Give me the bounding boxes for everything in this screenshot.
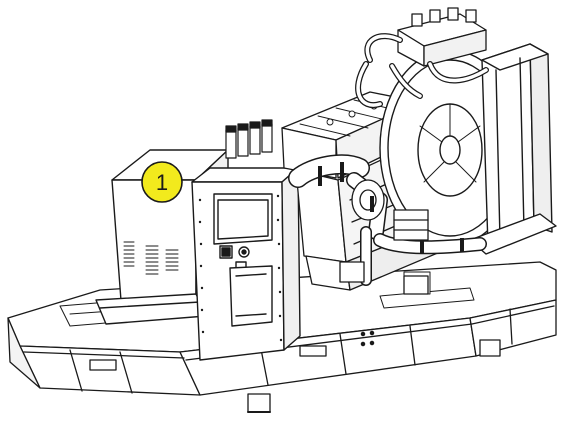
expansion-tank (397, 7, 487, 67)
coolant-hoses (355, 33, 489, 109)
control-panel-frame (191, 167, 301, 361)
turbocharger (339, 179, 429, 295)
callout-marker-1: 1 (141, 161, 183, 203)
callout-label: 1 (156, 170, 168, 195)
filter-canisters (225, 119, 273, 159)
radiator (469, 43, 557, 255)
pipe-clamps (318, 162, 464, 254)
